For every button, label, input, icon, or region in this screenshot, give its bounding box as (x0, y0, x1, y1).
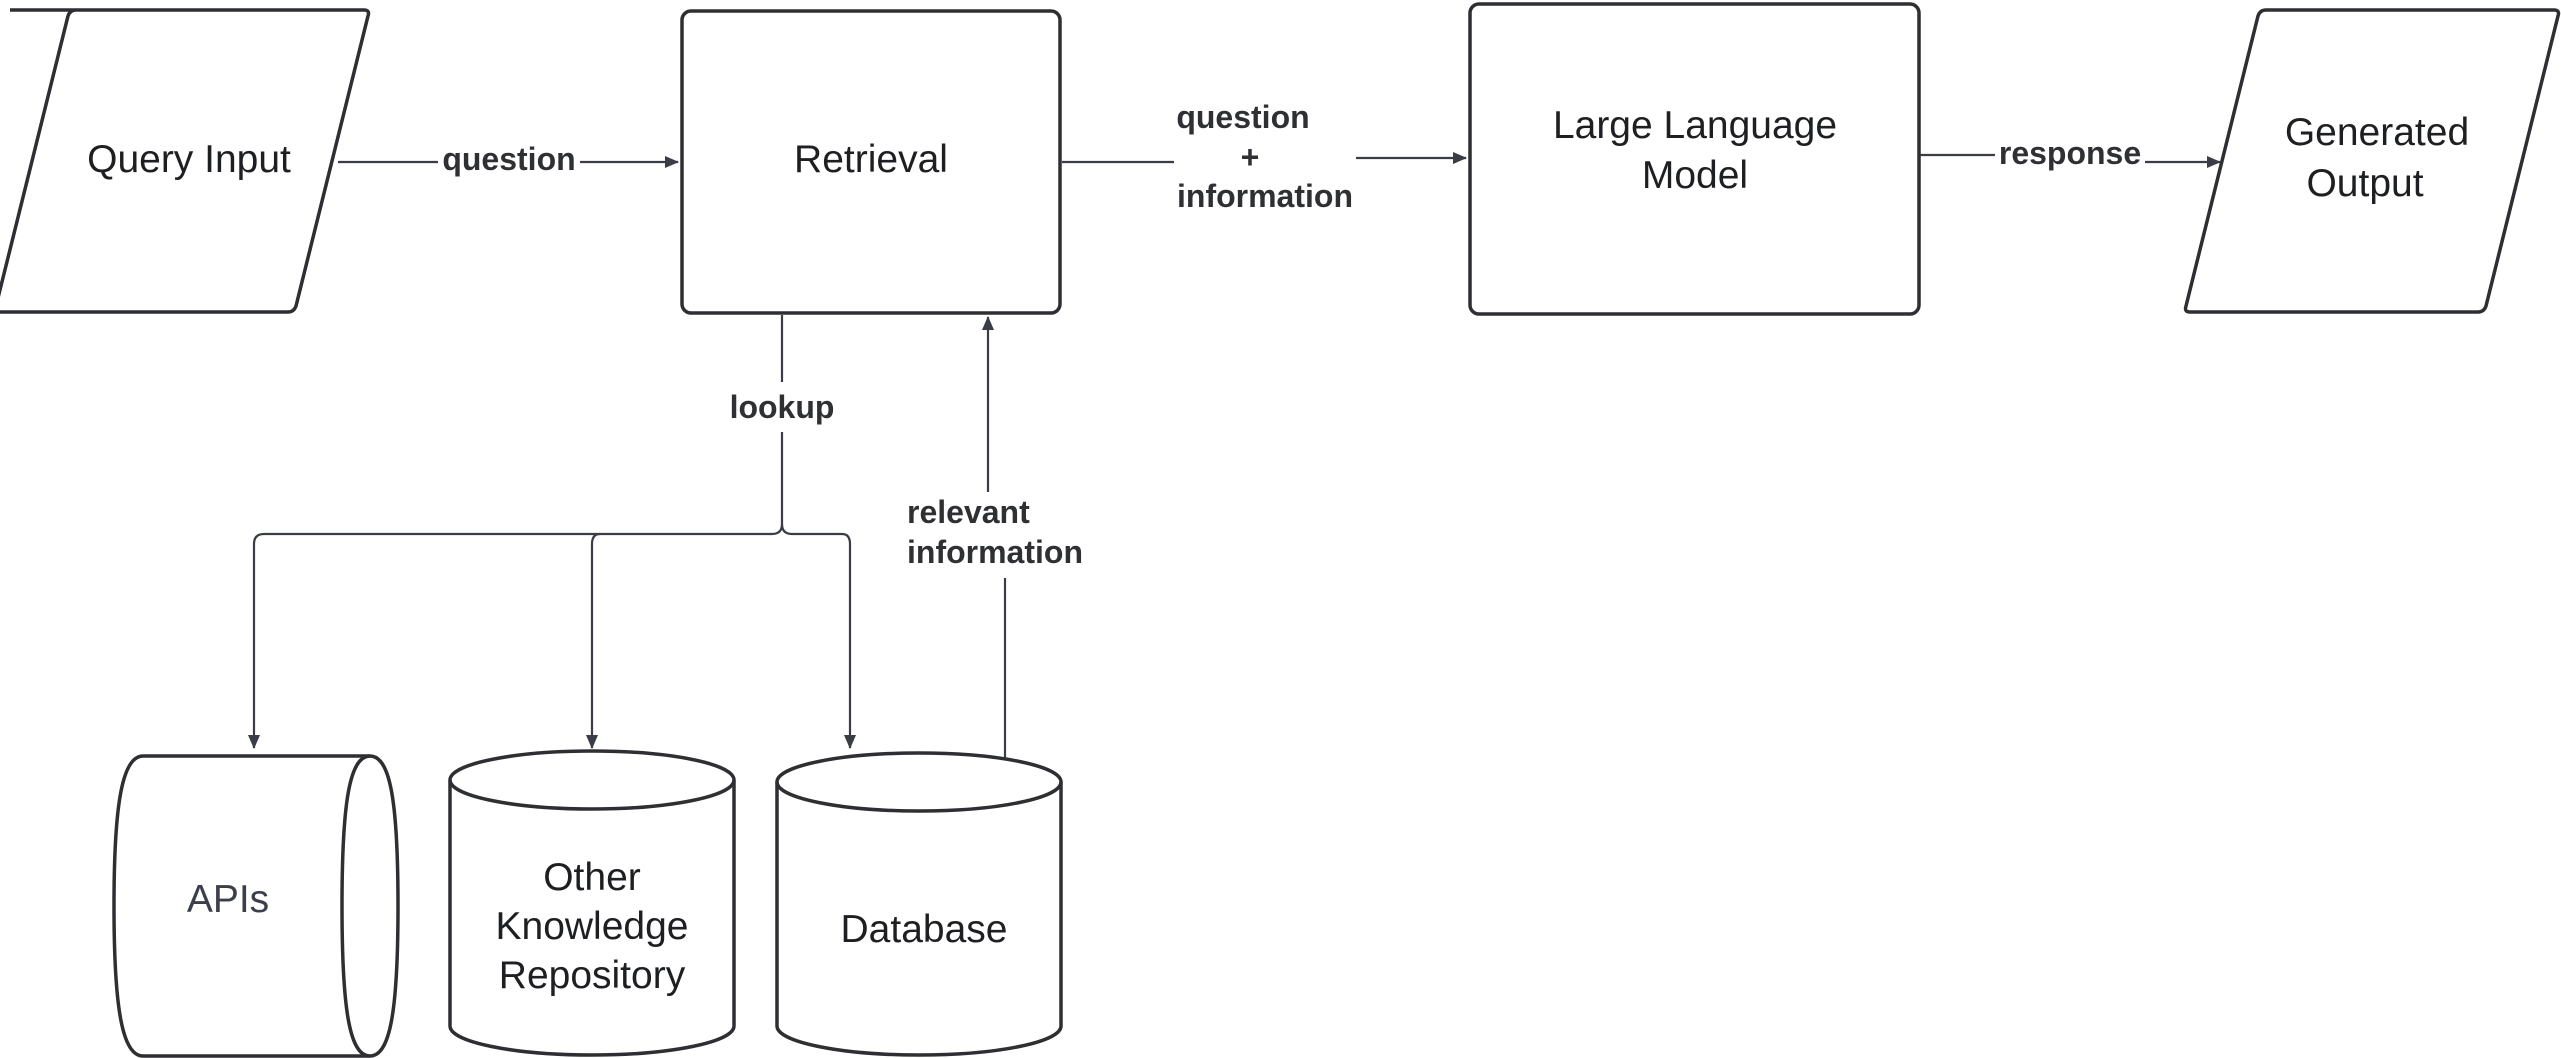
llm-label-line-2: Model (1642, 154, 1748, 197)
lookup-arrow-other-repository (586, 532, 601, 749)
apis-label: APIs (187, 878, 269, 921)
llm-label-line-1: Large Language (1553, 104, 1837, 147)
other-repository-label-line-3: Repository (499, 954, 686, 997)
query-input-label: Query Input (87, 138, 291, 181)
retrieval-label: Retrieval (794, 138, 948, 181)
response-edge-label: response (1999, 135, 2141, 171)
query-input-node: Query Input (0, 8, 371, 314)
question-information-label-line-1: question (1176, 99, 1309, 135)
database-node: Database (775, 751, 1063, 1057)
lookup-edge-label: lookup (730, 389, 835, 425)
other-repository-label-line-2: Knowledge (496, 905, 689, 948)
question-edge-label: question (442, 141, 575, 177)
generated-output-label-line-2: Output (2306, 162, 2423, 205)
question-information-label-line-3: information (1177, 178, 1353, 214)
generated-output-node: Generated Output (2183, 8, 2561, 314)
lookup-arrow-database (780, 523, 856, 749)
large-language-model-node: Large Language Model (1468, 2, 1921, 316)
generated-output-label-line-1: Generated (2285, 111, 2469, 154)
edge-lookup-fanout: lookup (248, 315, 856, 749)
edge-retrieval-to-llm: question + information (1062, 99, 1467, 214)
retrieval-node: Retrieval (680, 9, 1062, 315)
edge-llm-to-output: response (1919, 134, 2221, 174)
relevant-information-label-line-2: information (907, 534, 1083, 570)
lookup-arrow-apis (248, 523, 784, 749)
other-repository-label-line-1: Other (543, 856, 641, 899)
database-label: Database (841, 908, 1008, 951)
edge-query-to-retrieval: question (338, 140, 679, 180)
apis-node: APIs (112, 754, 400, 1058)
edge-database-to-retrieval: relevant information (907, 316, 1083, 758)
question-information-label-line-2: + (1241, 139, 1260, 175)
other-knowledge-repository-node: Other Knowledge Repository (448, 749, 736, 1057)
relevant-information-label-line-1: relevant (907, 494, 1030, 530)
